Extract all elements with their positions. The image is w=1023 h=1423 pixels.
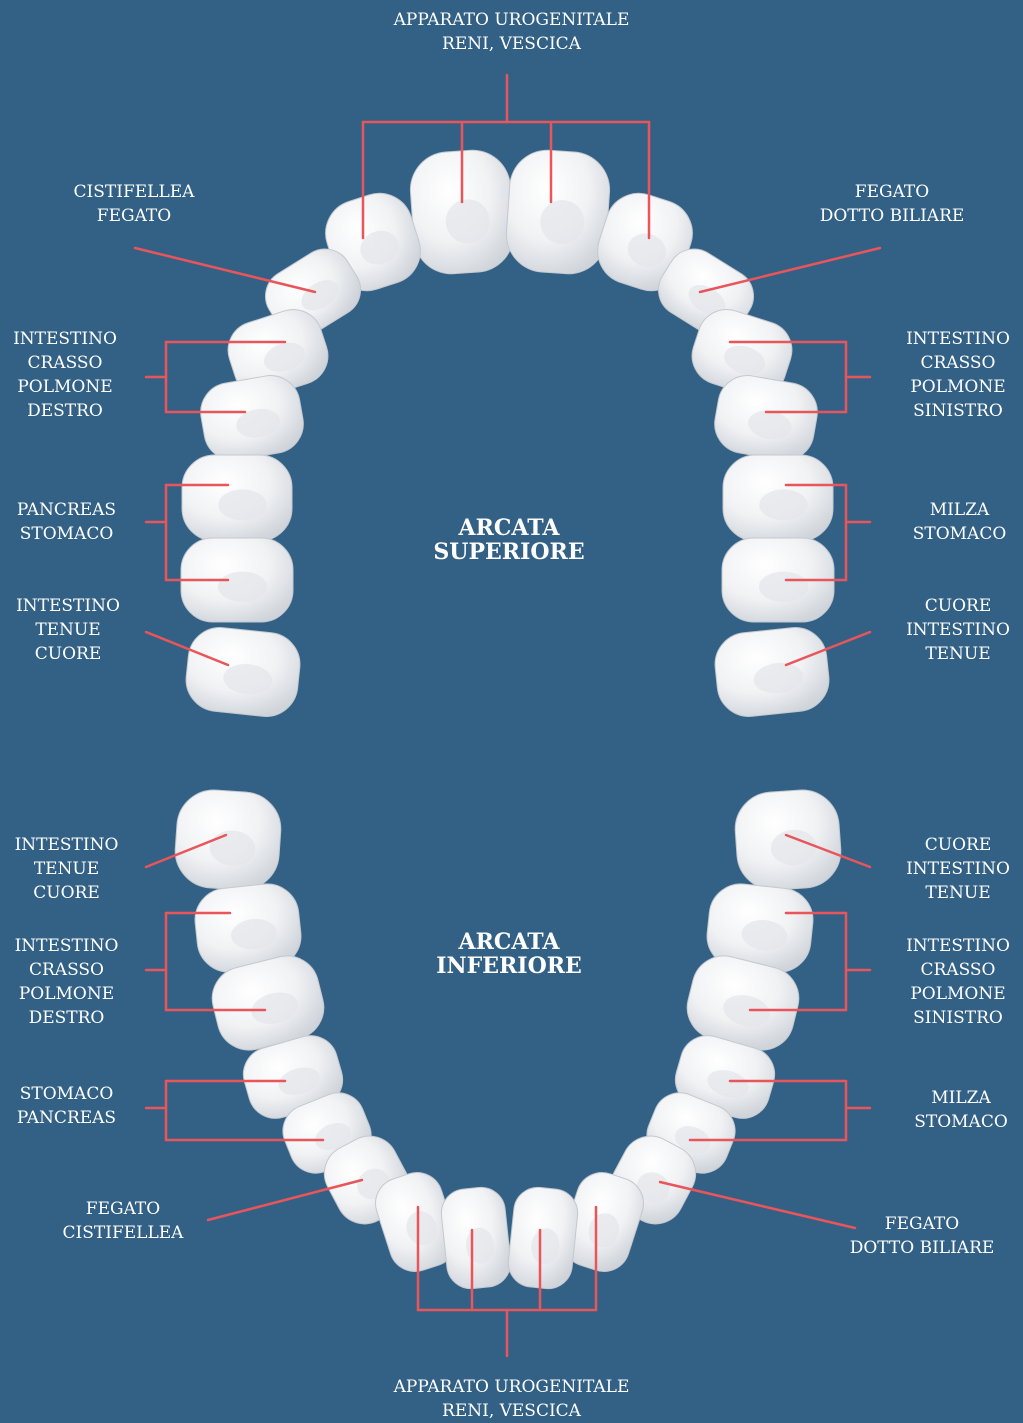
label-line: CRASSO <box>893 351 1023 375</box>
label-line: RENI, VESCICA <box>0 32 1023 56</box>
upper-central-incisor-right <box>504 148 612 277</box>
label-line: INTESTINO <box>893 618 1023 642</box>
label-line: INTESTINO <box>0 934 133 958</box>
label-line: CRASSO <box>0 351 130 375</box>
label-line: SINISTRO <box>893 399 1023 423</box>
label-line: DOTTO BILIARE <box>797 204 987 228</box>
label-line: TENUE <box>0 618 136 642</box>
upper-second-premolar-left <box>196 371 308 465</box>
label-line: APPARATO UROGENITALE <box>0 8 1023 32</box>
lower-third-molar-right <box>733 787 844 892</box>
label-line: INFERIORE <box>409 954 609 978</box>
lower-central-incisor-left <box>439 1185 513 1291</box>
label-line: SUPERIORE <box>409 540 609 564</box>
label-line: CISTIFELLEA <box>28 1221 218 1245</box>
teeth-group <box>173 148 844 1291</box>
label-line: POLMONE <box>0 375 130 399</box>
label-line: DOTTO BILIARE <box>827 1236 1017 1260</box>
label-line: FEGATO <box>28 1197 218 1221</box>
label-line: APPARATO UROGENITALE <box>0 1375 1023 1399</box>
leader-lines <box>135 75 880 1356</box>
label-line: TENUE <box>0 857 133 881</box>
label-line: RENI, VESCICA <box>0 1399 1023 1423</box>
label-line: STOMACO <box>0 522 133 546</box>
label-line: ARCATA <box>409 516 609 540</box>
label-line: POLMONE <box>893 982 1023 1006</box>
label-line: INTESTINO <box>0 833 133 857</box>
label-line: DESTRO <box>0 399 130 423</box>
label-line: FEGATO <box>39 204 229 228</box>
label-line: STOMACO <box>893 522 1023 546</box>
label-line: CRASSO <box>893 958 1023 982</box>
label-line: INTESTINO <box>0 327 130 351</box>
lower-third-molar-left <box>173 787 284 892</box>
label-line: CUORE <box>0 881 133 905</box>
label-line: FEGATO <box>797 180 987 204</box>
upper-arch-title: ARCATASUPERIORE <box>409 516 609 564</box>
label-line: CUORE <box>893 594 1023 618</box>
label-line: DESTRO <box>0 1006 133 1030</box>
label-line: CUORE <box>893 833 1023 857</box>
label-line: INTESTINO <box>0 594 136 618</box>
label-line: CUORE <box>0 642 136 666</box>
leader-line <box>660 1182 855 1228</box>
upper-first-molar-left <box>182 455 292 541</box>
label-line: PANCREAS <box>0 1106 133 1130</box>
label-line: INTESTINO <box>893 327 1023 351</box>
label-line: CISTIFELLEA <box>39 180 229 204</box>
label-line: STOMACO <box>0 1082 133 1106</box>
lower-central-incisor-right <box>506 1185 580 1291</box>
label-line: TENUE <box>893 642 1023 666</box>
upper-second-premolar-right <box>710 371 822 465</box>
label-line: CRASSO <box>0 958 133 982</box>
label-line: POLMONE <box>0 982 133 1006</box>
upper-first-molar-right <box>723 455 833 541</box>
label-line: ARCATA <box>409 930 609 954</box>
label-line: FEGATO <box>827 1212 1017 1236</box>
label-line: INTESTINO <box>893 934 1023 958</box>
label-line: MILZA <box>893 1086 1023 1110</box>
label-line: SINISTRO <box>893 1006 1023 1030</box>
label-line: MILZA <box>893 498 1023 522</box>
upper-third-molar-right <box>712 624 832 719</box>
label-line: TENUE <box>893 881 1023 905</box>
label-line: POLMONE <box>893 375 1023 399</box>
label-line: INTESTINO <box>893 857 1023 881</box>
label-line: PANCREAS <box>0 498 133 522</box>
label-line: STOMACO <box>893 1110 1023 1134</box>
upper-third-molar-left <box>183 624 303 719</box>
